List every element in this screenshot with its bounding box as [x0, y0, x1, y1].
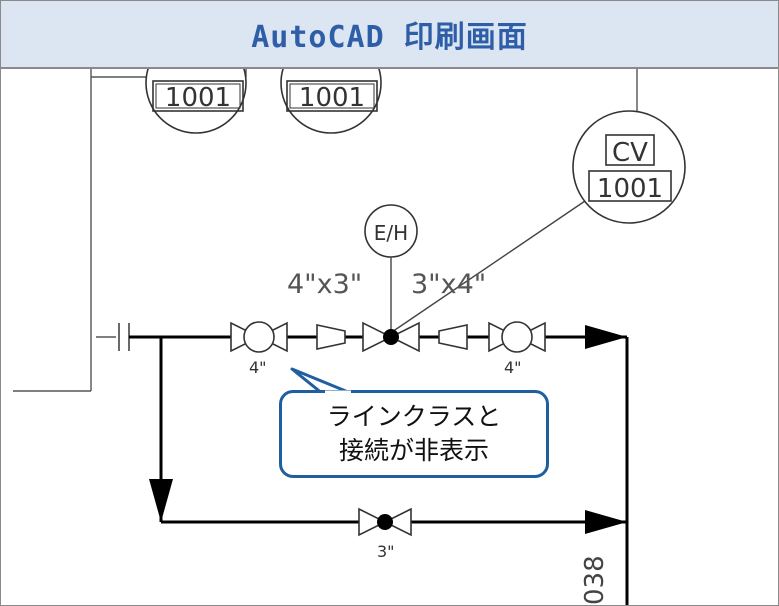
line-number-fragment: 038 [580, 555, 610, 605]
reducer-left [316, 324, 346, 350]
gate-valve-bottom [358, 507, 412, 537]
instrument-bubble-cv: CV 1001 [572, 110, 686, 224]
flow-arrow-top [585, 325, 627, 349]
instrument-bubble-left-1: 1001 [145, 69, 247, 134]
ball-valve-right [488, 321, 546, 353]
valve-size-left: 4" [249, 358, 267, 377]
control-valve [362, 321, 420, 353]
title-bar: AutoCAD 印刷画面 [1, 1, 778, 69]
flow-arrow-down [149, 479, 173, 522]
flow-arrow-bottom [585, 510, 627, 534]
callout-line-1: ラインクラスと [326, 402, 502, 431]
page-title: AutoCAD 印刷画面 [251, 20, 528, 55]
piping-diagram: 1001 1001 CV 1001 E/H 4"x3" 3"x4" [13, 69, 686, 605]
cv-tag: CV [612, 138, 648, 168]
instrument-number-left-2: 1001 [299, 83, 365, 113]
eh-tag: E/H [374, 221, 408, 245]
callout-line-2: 接続が非表示 [338, 436, 489, 465]
instrument-bubble-left-2: 1001 [280, 69, 382, 134]
reducer-label-left: 4"x3" [287, 269, 362, 300]
instrument-bubble-eh: E/H [364, 204, 418, 258]
reducer-label-right: 3"x4" [411, 269, 486, 300]
reducer-right [438, 324, 468, 350]
valve-size-bottom: 3" [377, 542, 395, 561]
valve-size-right: 4" [504, 358, 522, 377]
cv-signal-line [388, 200, 586, 335]
instrument-number-left-1: 1001 [165, 83, 231, 113]
cv-number: 1001 [597, 174, 663, 204]
ball-valve-left [230, 321, 288, 353]
callout-bubble: ラインクラスと 接続が非表示 [279, 390, 549, 478]
